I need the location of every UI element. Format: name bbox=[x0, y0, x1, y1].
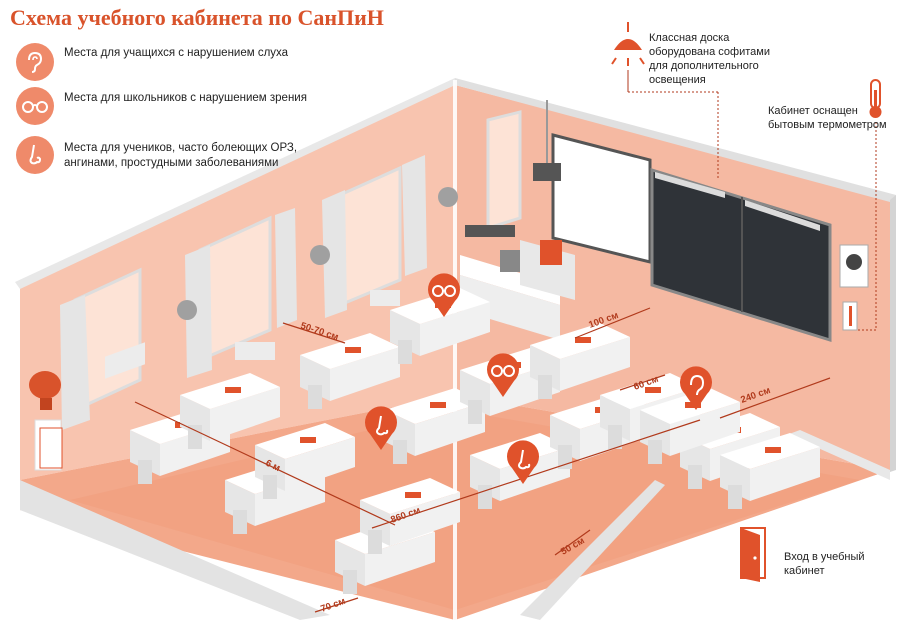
front-wall-cut-left bbox=[20, 480, 330, 620]
legend-text-hearing: Места для учащихся с нарушением слуха bbox=[64, 47, 289, 59]
student-desk bbox=[255, 423, 355, 499]
seat-marker-glasses-icon bbox=[487, 353, 519, 397]
radiator-3 bbox=[370, 290, 400, 306]
ear-icon bbox=[690, 374, 705, 396]
radiator-1 bbox=[105, 342, 145, 379]
note-thermometer: Кабинет оснащен бытовым термометром bbox=[768, 105, 887, 131]
hanging-plant-3 bbox=[438, 187, 458, 207]
nose-icon bbox=[16, 136, 54, 174]
student-desk bbox=[300, 333, 400, 409]
glasses-icon bbox=[491, 365, 515, 377]
portrait-face bbox=[846, 254, 862, 270]
ear-icon bbox=[16, 43, 54, 81]
legend-text-illness: Места для учеников, часто болеющих ОРЗ, … bbox=[64, 142, 298, 169]
nose-icon bbox=[518, 449, 531, 470]
radiator-2 bbox=[235, 342, 275, 360]
wall-edge-left bbox=[15, 78, 455, 289]
legend-item-vision: Места для школьников с нарушением зрения bbox=[16, 87, 314, 125]
student-desk bbox=[360, 478, 460, 554]
board-light-1 bbox=[655, 172, 725, 198]
student-desk bbox=[530, 323, 630, 399]
board-light-2 bbox=[745, 200, 820, 231]
window-1 bbox=[60, 267, 142, 430]
dimension-wall-gap: 70 см bbox=[314, 596, 359, 615]
window-3 bbox=[322, 155, 427, 318]
whiteboard bbox=[551, 133, 652, 264]
bookshelf bbox=[39, 427, 63, 469]
door-icon bbox=[740, 527, 766, 582]
seat-marker-nose-icon bbox=[507, 440, 539, 484]
note-door: Вход в учебный кабинет bbox=[784, 551, 865, 577]
hanging-plant-1 bbox=[177, 300, 197, 320]
front-wall-cut-right bbox=[520, 480, 665, 620]
seat-marker-ear-icon bbox=[680, 366, 712, 410]
teacher-desk bbox=[460, 225, 575, 340]
seat-marker-nose-icon bbox=[365, 406, 397, 450]
thermometer-icon bbox=[869, 79, 882, 118]
window-4 bbox=[486, 110, 522, 231]
legend-item-hearing: Места для учащихся с нарушением слуха bbox=[16, 43, 314, 81]
glasses-icon bbox=[432, 285, 456, 297]
window-2 bbox=[185, 208, 297, 378]
wall-edge-right bbox=[455, 78, 896, 202]
seat-markers bbox=[365, 273, 712, 484]
nose-icon bbox=[376, 415, 389, 436]
thermometer-bar bbox=[849, 306, 852, 326]
note-lamp: Классная доска оборудована софитами для … bbox=[649, 32, 770, 86]
legend-text-vision: Места для школьников с нарушением зрения bbox=[64, 92, 307, 104]
glasses-icon bbox=[16, 87, 54, 125]
student-desk bbox=[720, 433, 820, 509]
seat-marker-glasses-icon bbox=[428, 273, 460, 317]
student-desk bbox=[180, 373, 280, 449]
hanging-plant-2 bbox=[310, 245, 330, 265]
wall-edge-right-side bbox=[890, 195, 896, 472]
projector bbox=[533, 163, 561, 181]
lamp-icon bbox=[611, 22, 645, 66]
dim-wall-gap-label: 70 см bbox=[319, 596, 347, 615]
student-desk bbox=[640, 388, 740, 464]
page-title: Схема учебного кабинета по СанПиН bbox=[10, 5, 384, 30]
legend-item-illness: Места для учеников, часто болеющих ОРЗ, … bbox=[16, 136, 314, 174]
